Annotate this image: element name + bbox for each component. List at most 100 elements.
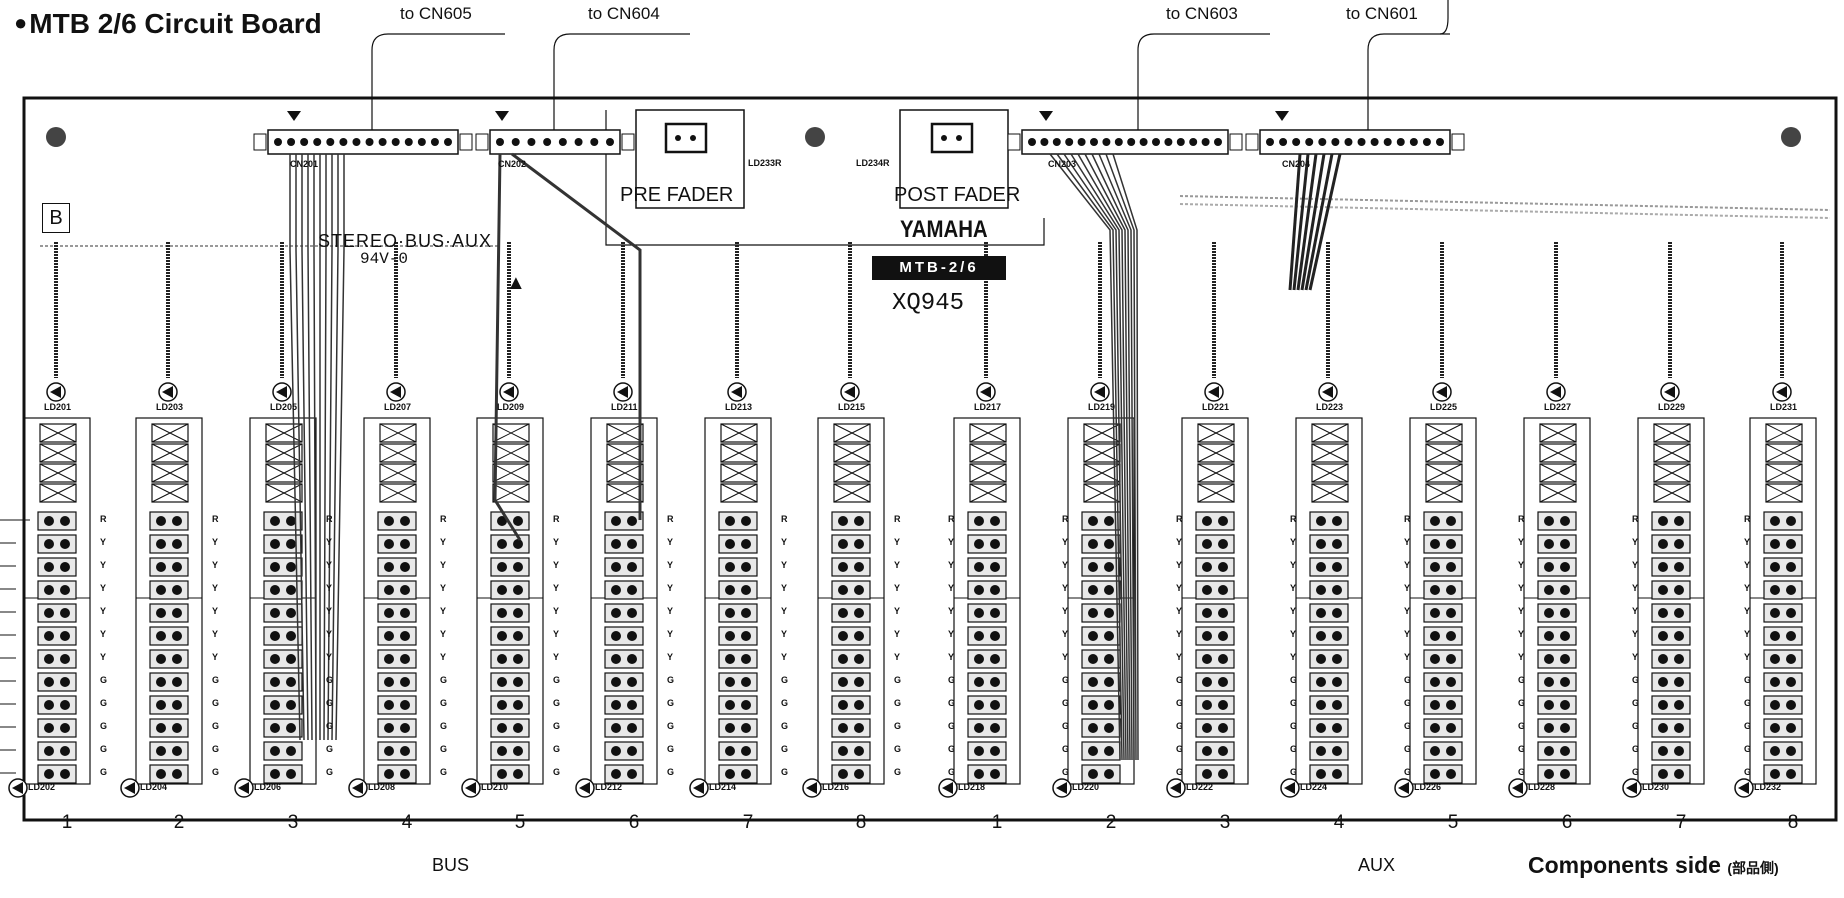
pin-pair — [1195, 695, 1235, 715]
pin-pair — [37, 718, 77, 738]
pin-pair — [604, 695, 644, 715]
board-title: ●MTB 2/6 Circuit Board — [14, 8, 322, 40]
pin-pair — [604, 580, 644, 600]
pin-color-code: G — [1518, 721, 1526, 731]
led-label-bottom: LD216 — [822, 782, 850, 792]
pin-pair — [149, 695, 189, 715]
led-label-top: LD229 — [1658, 402, 1686, 412]
pin-pair — [1195, 511, 1235, 531]
pin-color-code: Y — [440, 560, 447, 570]
led-label-bottom: LD204 — [140, 782, 168, 792]
brand-mark: YAMAHA — [900, 216, 988, 243]
channel-number: 1 — [991, 812, 1003, 833]
pin-pair — [1651, 511, 1691, 531]
pin-color-code: Y — [1062, 560, 1069, 570]
led-label-top: LD219 — [1088, 402, 1116, 412]
pin-color-code: Y — [1632, 583, 1639, 593]
pin-pair — [37, 603, 77, 623]
pin-color-code: R — [1632, 514, 1639, 524]
pin-color-code: Y — [326, 652, 333, 662]
channel-block — [1181, 417, 1249, 785]
channel-number: 5 — [1447, 812, 1459, 833]
pin-color-code: Y — [1518, 583, 1525, 593]
label-area-outline — [605, 110, 1045, 246]
pin-pair — [149, 534, 189, 554]
pin-color-code: G — [326, 767, 334, 777]
pin-color-code: Y — [100, 560, 107, 570]
pin-pair — [1423, 672, 1463, 692]
pin-color-code: G — [1290, 698, 1298, 708]
components-side-label: Components side (部品側) — [1528, 852, 1779, 879]
pin-pair — [1081, 511, 1121, 531]
pin-color-code: G — [667, 721, 675, 731]
pin-pair — [1309, 741, 1349, 761]
pin-color-code: Y — [781, 583, 788, 593]
pin-color-code: G — [781, 721, 789, 731]
pin-pair — [377, 557, 417, 577]
channel-number: 2 — [173, 812, 185, 833]
pin-color-code: Y — [894, 537, 901, 547]
led-label-top: LD201 — [44, 402, 72, 412]
pin-color-code: R — [948, 514, 955, 524]
pin-color-code: G — [1632, 721, 1640, 731]
pin-color-code: G — [1744, 744, 1752, 754]
pin-color-code: G — [1062, 675, 1070, 685]
section-mark: B — [42, 203, 70, 233]
pin-pair — [831, 603, 871, 623]
pin-pair — [1651, 603, 1691, 623]
channel-number: 7 — [1675, 812, 1687, 833]
led-label-top: LD223 — [1316, 402, 1344, 412]
pin-color-code: G — [1518, 675, 1526, 685]
pin-pair — [1309, 718, 1349, 738]
pin-pair — [37, 534, 77, 554]
pin-pair — [1763, 672, 1803, 692]
pin-color-code: G — [1062, 698, 1070, 708]
pin-color-code: Y — [100, 583, 107, 593]
pin-pair — [1537, 534, 1577, 554]
led-label-bottom: LD202 — [28, 782, 56, 792]
channel-block — [1409, 417, 1477, 785]
pin-color-code: Y — [894, 583, 901, 593]
pin-pair — [1309, 534, 1349, 554]
components-side-note: (部品側) — [1727, 860, 1779, 876]
pin-pair — [1537, 672, 1577, 692]
post-fader-switch-body — [930, 122, 974, 154]
pin-pair — [1423, 534, 1463, 554]
pin-pair — [1423, 580, 1463, 600]
pin-pair — [1195, 764, 1235, 784]
pin-pair — [1763, 764, 1803, 784]
led-label-bottom: LD224 — [1300, 782, 1328, 792]
pin-pair — [1651, 580, 1691, 600]
pin-color-code: G — [212, 721, 220, 731]
pin-pair — [377, 534, 417, 554]
pin-color-code: G — [667, 698, 675, 708]
pin-color-code: Y — [894, 606, 901, 616]
pin-color-code: Y — [100, 606, 107, 616]
pin-pair — [1195, 718, 1235, 738]
pin-pair — [1309, 557, 1349, 577]
harness-leader — [371, 33, 505, 130]
pin-color-code: Y — [1290, 560, 1297, 570]
pin-color-code: G — [948, 744, 956, 754]
pin-pair — [37, 557, 77, 577]
pin-pair — [490, 764, 530, 784]
pin-color-code: G — [1404, 721, 1412, 731]
pin-color-code: G — [553, 767, 561, 777]
pin-pair — [1195, 534, 1235, 554]
warning-triangle-icon: ▲ — [506, 272, 526, 294]
pin-pair — [1195, 626, 1235, 646]
channel-block — [23, 417, 91, 785]
pin-color-code: R — [1518, 514, 1525, 524]
led-label-top: LD227 — [1544, 402, 1572, 412]
pin-pair — [149, 603, 189, 623]
pin-pair — [1763, 534, 1803, 554]
channel-number: 4 — [401, 812, 413, 833]
connector-cn202: CN202 — [498, 159, 527, 169]
led-label-top: LD207 — [384, 402, 412, 412]
pin-color-code: Y — [440, 606, 447, 616]
pin-color-code: Y — [553, 652, 560, 662]
led-label-top: LD205 — [270, 402, 298, 412]
pin-color-code: Y — [100, 629, 107, 639]
pin-color-code: Y — [781, 537, 788, 547]
pin-color-code: Y — [1744, 652, 1751, 662]
